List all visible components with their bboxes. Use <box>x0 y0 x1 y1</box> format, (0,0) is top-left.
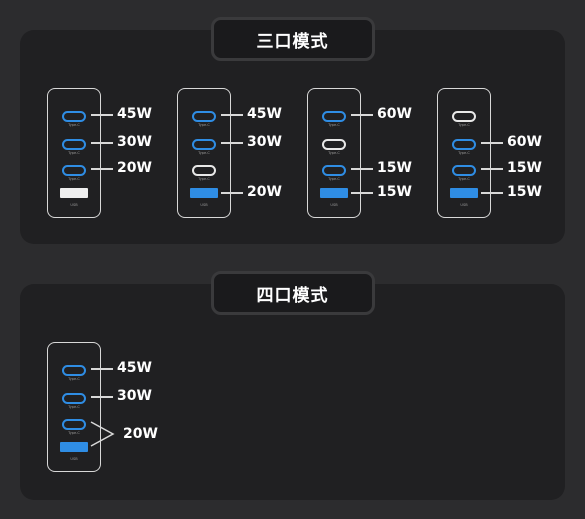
wattage-label: 15W <box>377 160 412 176</box>
usb-port-icon <box>320 188 348 198</box>
wattage-label: 45W <box>247 106 282 122</box>
port-label: Type-C <box>68 405 80 409</box>
power-connector-line <box>351 192 373 194</box>
wattage-label: 30W <box>117 388 152 404</box>
type-c-port-icon <box>62 365 86 376</box>
power-connector-line <box>481 142 503 144</box>
usb-port-icon <box>190 188 218 198</box>
charger-device: Type-C Type-C Type-C USB <box>47 88 101 218</box>
power-connector-line <box>91 368 113 370</box>
power-connector-line <box>221 114 243 116</box>
three-port-mode-panel: 三口模式 Type-C Type-C Type-C USB 45W 30W 20W Type-… <box>20 17 565 244</box>
type-c-port-icon <box>192 139 216 150</box>
usb-port-icon <box>60 442 88 452</box>
usb-port-icon <box>450 188 478 198</box>
panel-title: 三口模式 <box>210 17 375 61</box>
power-connector-line <box>351 168 373 170</box>
shared-wattage-label: 20W <box>123 426 158 442</box>
wattage-label: 60W <box>377 106 412 122</box>
wattage-label: 20W <box>117 160 152 176</box>
power-connector-line <box>221 142 243 144</box>
type-c-port-icon <box>452 111 476 122</box>
wattage-label: 30W <box>247 134 282 150</box>
charger-device: Type-C Type-C Type-C USB <box>437 88 491 218</box>
type-c-port-icon <box>62 165 86 176</box>
wattage-label: 15W <box>507 160 542 176</box>
port-label: Type-C <box>198 123 210 127</box>
power-connector-line <box>481 168 503 170</box>
wattage-label: 15W <box>377 184 412 200</box>
port-label: USB <box>70 457 78 461</box>
charger-device: Type-C Type-C Type-C USB <box>307 88 361 218</box>
port-label: Type-C <box>328 151 340 155</box>
type-c-port-icon <box>322 139 346 150</box>
port-label: Type-C <box>68 151 80 155</box>
port-label: Type-C <box>328 123 340 127</box>
power-connector-line <box>481 192 503 194</box>
power-connector-line <box>221 192 243 194</box>
power-connector-line <box>351 114 373 116</box>
port-label: Type-C <box>68 123 80 127</box>
port-label: Type-C <box>68 431 80 435</box>
port-label: Type-C <box>458 177 470 181</box>
type-c-port-icon <box>62 419 86 430</box>
port-label: Type-C <box>198 177 210 181</box>
wattage-label: 45W <box>117 360 152 376</box>
port-label: Type-C <box>68 377 80 381</box>
port-label: USB <box>460 203 468 207</box>
wattage-label: 45W <box>117 106 152 122</box>
type-c-port-icon <box>322 111 346 122</box>
type-c-port-icon <box>62 111 86 122</box>
port-label: USB <box>330 203 338 207</box>
power-connector-line <box>91 168 113 170</box>
port-label: USB <box>70 203 78 207</box>
charger-device: Type-C Type-C Type-C USB <box>47 342 101 472</box>
type-c-port-icon <box>192 111 216 122</box>
four-port-mode-panel: 四口模式 Type-C Type-C Type-C USB 45W 30W 20W <box>20 271 565 500</box>
type-c-port-icon <box>322 165 346 176</box>
type-c-port-icon <box>62 139 86 150</box>
port-label: Type-C <box>328 177 340 181</box>
wattage-label: 60W <box>507 134 542 150</box>
wattage-label: 30W <box>117 134 152 150</box>
wattage-label: 20W <box>247 184 282 200</box>
panel-title: 四口模式 <box>210 271 375 315</box>
port-label: Type-C <box>68 177 80 181</box>
charger-device: Type-C Type-C Type-C USB <box>177 88 231 218</box>
port-label: Type-C <box>458 151 470 155</box>
type-c-port-icon <box>192 165 216 176</box>
port-label: Type-C <box>198 151 210 155</box>
type-c-port-icon <box>62 393 86 404</box>
type-c-port-icon <box>452 165 476 176</box>
power-connector-line <box>91 142 113 144</box>
power-connector-line <box>91 114 113 116</box>
usb-port-icon <box>60 188 88 198</box>
port-label: Type-C <box>458 123 470 127</box>
type-c-port-icon <box>452 139 476 150</box>
wattage-label: 15W <box>507 184 542 200</box>
port-label: USB <box>200 203 208 207</box>
power-connector-line <box>91 396 113 398</box>
